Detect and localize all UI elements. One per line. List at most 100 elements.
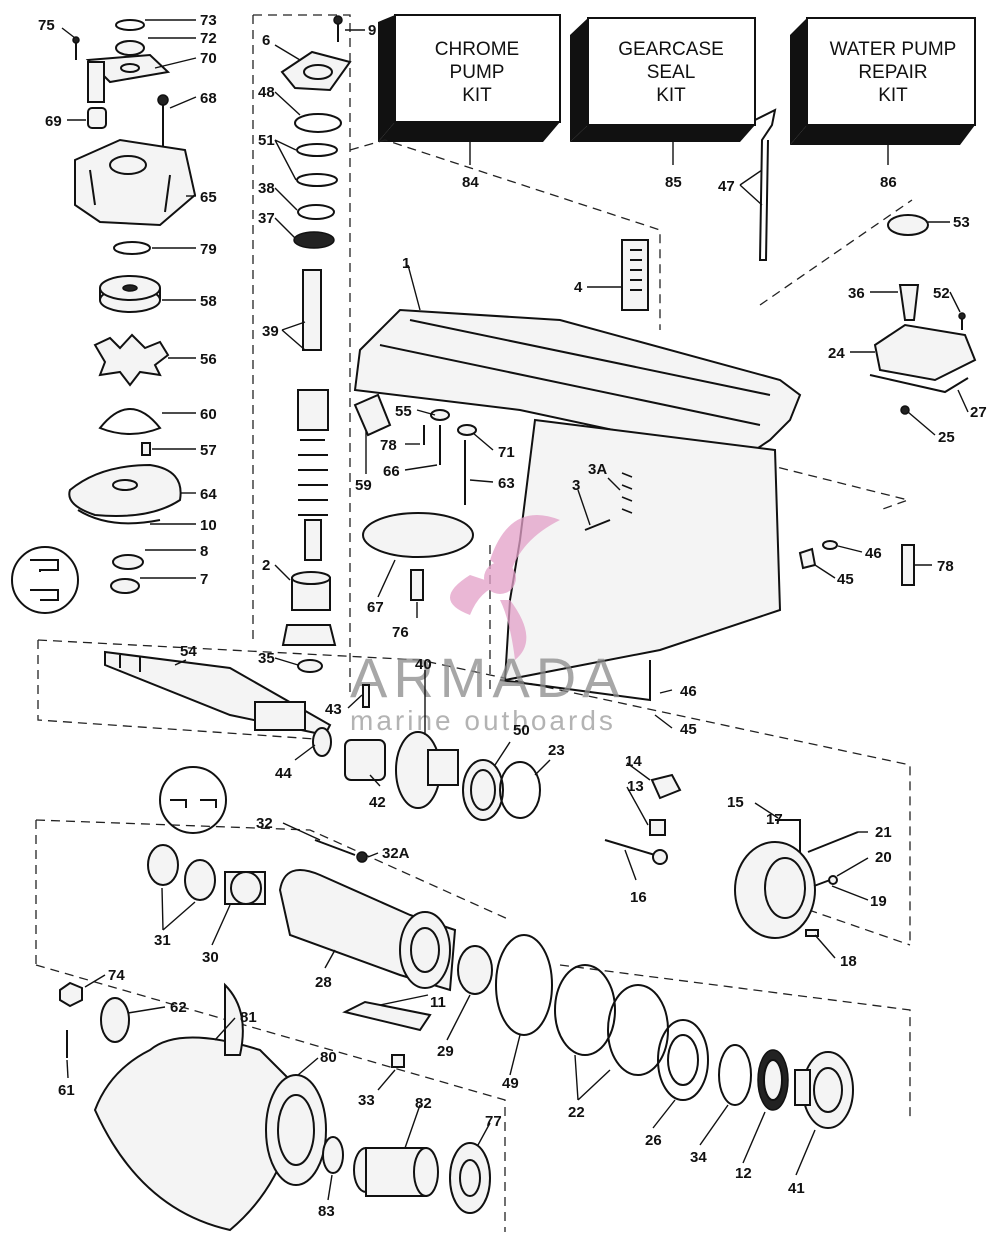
kit-box-gearcase-seal[interactable]: GEARCASE SEAL KIT	[570, 17, 756, 142]
callout-label: 79	[200, 241, 217, 258]
callout-label: 8	[200, 543, 208, 560]
callout-label: 74	[108, 967, 125, 984]
callout-label: 25	[938, 429, 955, 446]
kit-line: KIT	[878, 85, 908, 106]
callout-label: 77	[485, 1113, 502, 1130]
callout-label: 61	[58, 1082, 75, 1099]
callout-label: 81	[240, 1009, 257, 1026]
callout-label: 76	[392, 624, 409, 641]
callout-label: 73	[200, 12, 217, 29]
callout-label: 36	[848, 285, 865, 302]
kit-leader-lines	[469, 142, 889, 165]
kit-number: 84	[462, 174, 479, 191]
callout-label: 21	[875, 824, 892, 841]
right-upper-parts	[754, 108, 977, 415]
callout-label: 59	[355, 477, 372, 494]
callout-label: 58	[200, 293, 217, 310]
callout-label: 45	[837, 571, 854, 588]
callout-label: 28	[315, 974, 332, 991]
callout-label: 65	[200, 189, 217, 206]
callout-label: 6	[262, 32, 270, 49]
callout-label: 10	[200, 517, 217, 534]
callout-label: 32A	[382, 845, 410, 862]
callout-label: 75	[38, 17, 55, 34]
shift-assembly-parts	[734, 819, 859, 939]
callout-label: 83	[318, 1203, 335, 1220]
logo-hub-icon	[484, 562, 516, 594]
callout-label: 63	[498, 475, 515, 492]
armada-watermark: ARMADA marine outboards	[350, 515, 626, 736]
callout-label: 78	[380, 437, 397, 454]
callout-label: 46	[680, 683, 697, 700]
callout-label: 30	[202, 949, 219, 966]
callout-label: 16	[630, 889, 647, 906]
callout-label: 40	[415, 656, 432, 673]
watermark-brand: ARMADA	[350, 646, 626, 709]
propeller-parts	[59, 981, 491, 1232]
callout-label: 49	[502, 1075, 519, 1092]
callout-label: 56	[200, 351, 217, 368]
callout-label: 26	[645, 1132, 662, 1149]
callout-label: 12	[735, 1165, 752, 1182]
kit-number: 85	[665, 174, 682, 191]
callout-label: 31	[154, 932, 171, 949]
callout-label: 41	[788, 1180, 805, 1197]
kit-line: KIT	[656, 85, 686, 106]
callout-label: 38	[258, 180, 275, 197]
gearcase-housing	[353, 239, 915, 702]
callout-label: 23	[548, 742, 565, 759]
callout-label: 82	[415, 1095, 432, 1112]
callout-label: 11	[430, 994, 446, 1011]
kit-line: REPAIR	[858, 62, 927, 83]
dashed-assembly-lines	[35, 14, 913, 1232]
callout-label: 66	[383, 463, 400, 480]
callout-label: 53	[953, 214, 970, 231]
callout-label: 15	[727, 794, 744, 811]
callout-label: 39	[262, 323, 279, 340]
callout-label: 29	[437, 1043, 454, 1060]
driveshaft-parts	[280, 15, 352, 673]
callout-label: 67	[367, 599, 384, 616]
callout-label: 42	[369, 794, 386, 811]
callout-label: 80	[320, 1049, 337, 1066]
kit-line: SEAL	[647, 62, 696, 83]
kit-line: GEARCASE	[618, 39, 724, 60]
callout-label: 19	[870, 893, 887, 910]
callout-label: 72	[200, 30, 217, 47]
callout-label: 17	[766, 811, 783, 828]
callout-label: 4	[574, 279, 583, 296]
callout-label: 48	[258, 84, 275, 101]
callout-label: 9	[368, 22, 376, 39]
callout-label: 54	[180, 643, 197, 660]
callout-label: 14	[625, 753, 642, 770]
callout-label: 34	[690, 1149, 707, 1166]
callout-label: 37	[258, 210, 275, 227]
callout-leaders	[61, 19, 969, 1201]
kit-box-chrome-pump[interactable]: CHROME PUMP KIT	[378, 14, 561, 142]
kit-line: KIT	[462, 85, 492, 106]
callout-label: 70	[200, 50, 217, 67]
callout-label: 62	[170, 999, 187, 1016]
callout-label: 1	[402, 255, 410, 272]
kit-line: WATER PUMP	[830, 39, 957, 60]
callout-label: 33	[358, 1092, 375, 1109]
callout-label: 35	[258, 650, 275, 667]
callout-label: 51	[258, 132, 275, 149]
watermark-tagline: marine outboards	[350, 705, 616, 736]
callout-label: 45	[680, 721, 697, 738]
callout-label: 57	[200, 442, 217, 459]
callout-label: 3A	[588, 461, 607, 478]
callout-labels: 75 73 72 70 69 68 65 79 58 56 60 57 64 1…	[38, 12, 987, 1220]
callout-label: 27	[970, 404, 987, 421]
callout-label: 50	[513, 722, 530, 739]
kit-line: CHROME	[435, 39, 519, 60]
logo-blade-icon	[500, 600, 527, 660]
kit-line: PUMP	[450, 62, 505, 83]
callout-label: 78	[937, 558, 954, 575]
callout-label: 20	[875, 849, 892, 866]
callout-label: 2	[262, 557, 270, 574]
kit-number: 86	[880, 174, 897, 191]
callout-label: 7	[200, 571, 208, 588]
kit-box-water-pump-repair[interactable]: WATER PUMP REPAIR KIT	[790, 17, 976, 145]
